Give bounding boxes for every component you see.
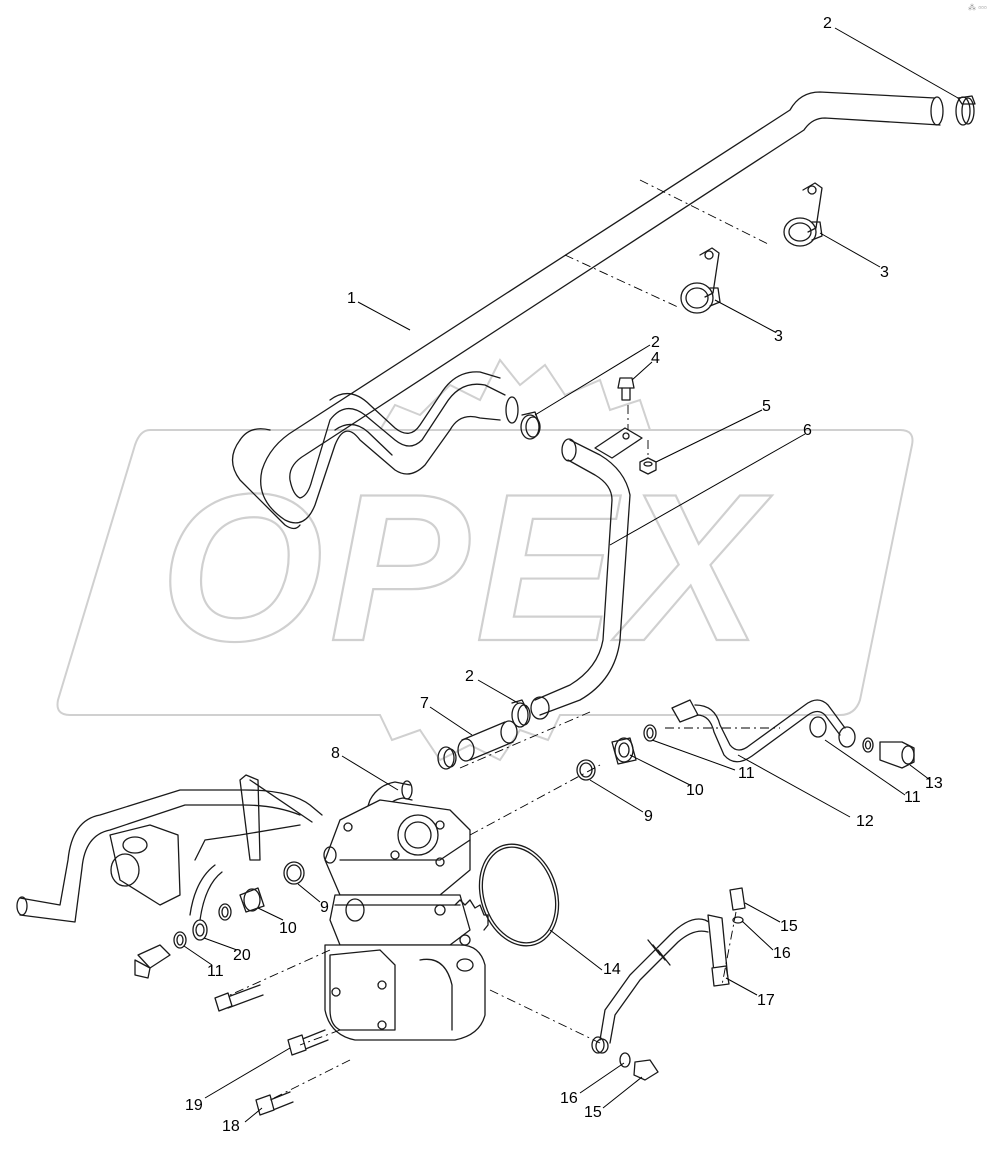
watermark-text: OPEX (160, 450, 772, 685)
banjo-bolt-part-11-left (134, 944, 171, 979)
hose-clamp-part-2-middle (520, 411, 541, 440)
sleeve-part-7 (457, 720, 518, 762)
callout-8: 8 (331, 745, 340, 762)
callout-10-right: 10 (686, 782, 704, 799)
callout-2-lower: 2 (465, 668, 474, 685)
corner-mark: ⁂ ▫▫▫ (968, 3, 987, 12)
pipe-clamp-part-3-upper (783, 182, 823, 247)
bolt-part-19 (287, 1029, 329, 1056)
callout-14: 14 (603, 961, 621, 978)
callout-5: 5 (762, 398, 771, 415)
assembly-lines (229, 179, 780, 1101)
callout-1: 1 (347, 290, 356, 307)
pipe-part-1 (231, 91, 944, 530)
banjo-bolt-part-15-bottom (633, 1059, 659, 1081)
callout-9-left: 9 (320, 899, 329, 916)
hose-clamp-part-2-lower (511, 699, 531, 728)
pipe-assembly-left (16, 774, 323, 923)
callout-2-middle: 2 (651, 334, 660, 351)
callout-12: 12 (856, 813, 874, 830)
callout-11-far-right: 11 (904, 789, 921, 806)
bolt-part-19-upper (214, 984, 264, 1012)
opex-watermark: OPEX (56, 358, 914, 762)
callout-11-left: 11 (207, 963, 224, 980)
callout-13: 13 (925, 775, 943, 792)
washer-part-11-right (643, 724, 657, 742)
hose-clamp-part-2-top (955, 95, 976, 126)
callout-2-top: 2 (823, 15, 832, 32)
o-ring-part-14 (478, 843, 560, 947)
callout-10-left: 10 (279, 920, 297, 937)
callout-16-top: 16 (773, 945, 791, 962)
callout-18: 18 (222, 1118, 240, 1135)
callout-20: 20 (233, 947, 251, 964)
bolt-part-18 (255, 1091, 294, 1116)
callout-16-bottom: 16 (560, 1090, 578, 1107)
leader-lines (183, 27, 959, 1123)
callout-7: 7 (420, 695, 429, 712)
pipe-clamp-part-3-lower (680, 247, 721, 314)
washer-part-11-far-right (862, 737, 874, 753)
callout-15-bottom: 15 (584, 1104, 602, 1121)
callout-15-top: 15 (780, 918, 798, 935)
washer-part-20 (192, 919, 208, 941)
nut-part-5 (639, 457, 657, 475)
pipe-part-6 (530, 427, 643, 720)
callout-3-upper: 3 (880, 264, 889, 281)
callout-3-lower: 3 (774, 328, 783, 345)
oil-line-assembly (595, 914, 730, 1054)
callout-17: 17 (757, 992, 775, 1009)
banjo-bolt-part-15-top (729, 887, 746, 911)
fitting-part-10-right (611, 737, 637, 765)
banjo-bolt-part-13 (879, 741, 915, 769)
bolt-part-4 (617, 377, 635, 401)
washer-part-11-left (173, 931, 187, 949)
washer-part-16-top (732, 916, 744, 924)
callout-11-right: 11 (738, 765, 755, 782)
seal-ring-part-9-right (576, 759, 596, 781)
callout-labels: 2 3 3 1 2 4 5 6 2 7 8 11 10 9 12 11 13 9… (185, 15, 943, 1135)
callout-19: 19 (185, 1097, 203, 1114)
washer-part-10-left (218, 903, 232, 921)
hose-clamp-part-2-bottom (437, 746, 457, 770)
washer-part-16-bottom (591, 1036, 631, 1068)
compressor-assembly (323, 780, 489, 1041)
fitting-part-10-left (239, 887, 265, 913)
callout-6: 6 (803, 422, 812, 439)
callout-9-right: 9 (644, 808, 653, 825)
pipe-part-12 (671, 699, 856, 763)
callout-4: 4 (651, 350, 660, 367)
seal-ring-part-9-left (283, 861, 305, 885)
